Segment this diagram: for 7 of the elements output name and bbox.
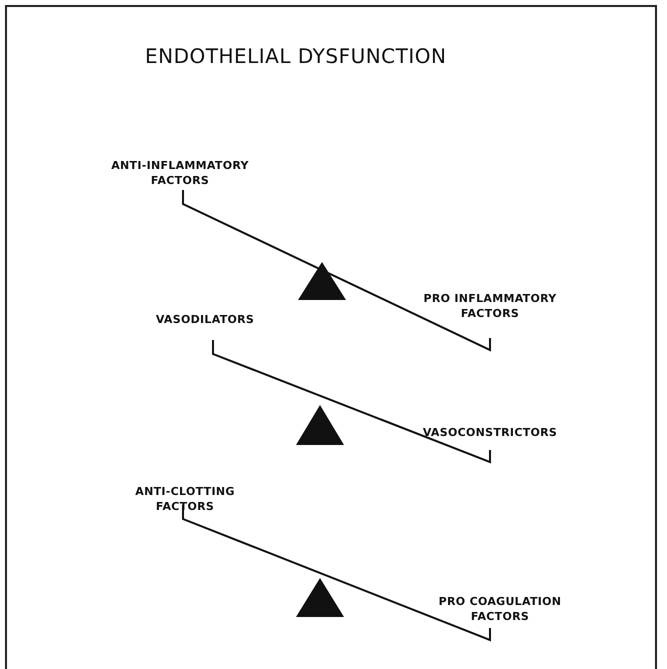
factor-label: VASODILATORS <box>154 312 256 327</box>
factor-label: ANTI-CLOTTING FACTORS <box>134 484 236 514</box>
factor-label: VASOCONSTRICTORS <box>422 425 558 440</box>
title: ENDOTHELIAL DYSFUNCTION <box>145 44 446 68</box>
factor-label: PRO INFLAMMATORY FACTORS <box>422 291 558 321</box>
factor-label: PRO COAGULATION FACTORS <box>438 594 562 624</box>
factor-label: ANTI-INFLAMMATORY FACTORS <box>110 158 250 188</box>
